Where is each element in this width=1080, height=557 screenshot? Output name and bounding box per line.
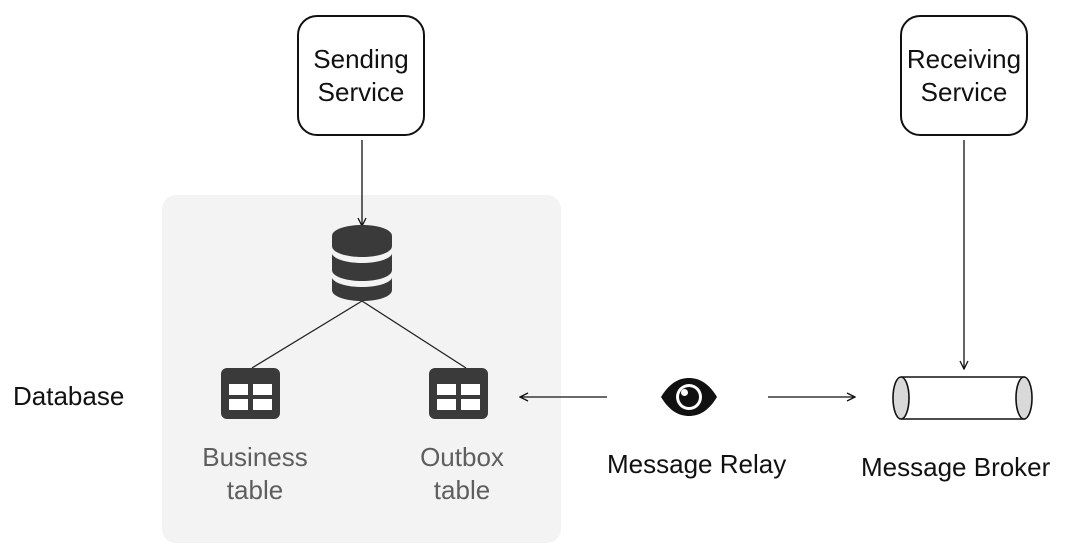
line-database-to-business-table	[251, 300, 363, 369]
business-table-icon	[221, 368, 280, 419]
message-broker-label: Message Broker	[861, 452, 1051, 482]
message-relay-label: Message Relay	[607, 449, 787, 479]
sending-service-label-line2: Service	[317, 76, 405, 107]
receiving-service-label-line2: Service	[920, 76, 1008, 107]
outbox-table-label: Outbox table	[382, 441, 542, 507]
receiving-service-box: Receiving Service	[900, 15, 1028, 136]
sending-service-label-line1: Sending	[313, 43, 409, 74]
outbox-table-icon	[429, 368, 488, 419]
eye-icon	[661, 378, 717, 416]
outbox-table-label-line2: table	[433, 475, 491, 505]
line-database-to-outbox-table	[361, 300, 467, 369]
business-table-label-line1: Business	[202, 442, 308, 472]
business-table-label: Business table	[175, 441, 335, 507]
sending-service-box: Sending Service	[297, 15, 425, 136]
database-icon	[332, 225, 392, 301]
pipe-icon	[892, 376, 1033, 420]
business-table-label-line2: table	[226, 475, 284, 505]
outbox-table-label-line1: Outbox	[420, 442, 504, 472]
receiving-service-label-line1: Receiving	[906, 43, 1022, 74]
database-label: Database	[13, 381, 125, 411]
